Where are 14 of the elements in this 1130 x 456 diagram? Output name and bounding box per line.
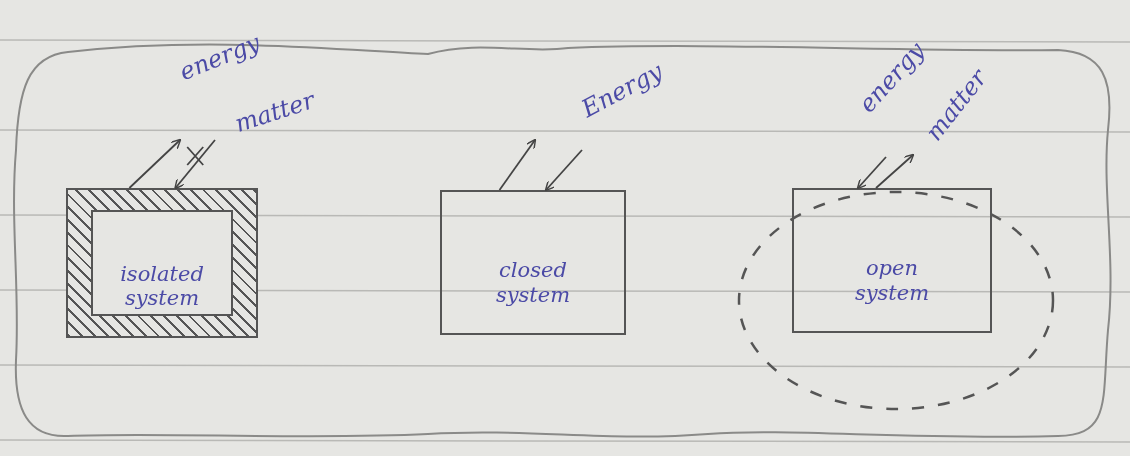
- arrow: [544, 149, 583, 192]
- arrow: [498, 138, 537, 191]
- arrow: [856, 156, 887, 190]
- system-box: [440, 190, 626, 335]
- node-label: isolated system: [91, 210, 233, 316]
- arrow: [875, 153, 915, 189]
- node-label: open system: [853, 255, 931, 305]
- arrow: [128, 138, 182, 189]
- insulated-system-box: [66, 188, 258, 338]
- crossed-arrow: [174, 139, 216, 190]
- system-box: [792, 188, 992, 333]
- flow-label: matter: [231, 86, 318, 138]
- boundary-circle: [735, 188, 1057, 413]
- node-label: closed system: [494, 257, 572, 307]
